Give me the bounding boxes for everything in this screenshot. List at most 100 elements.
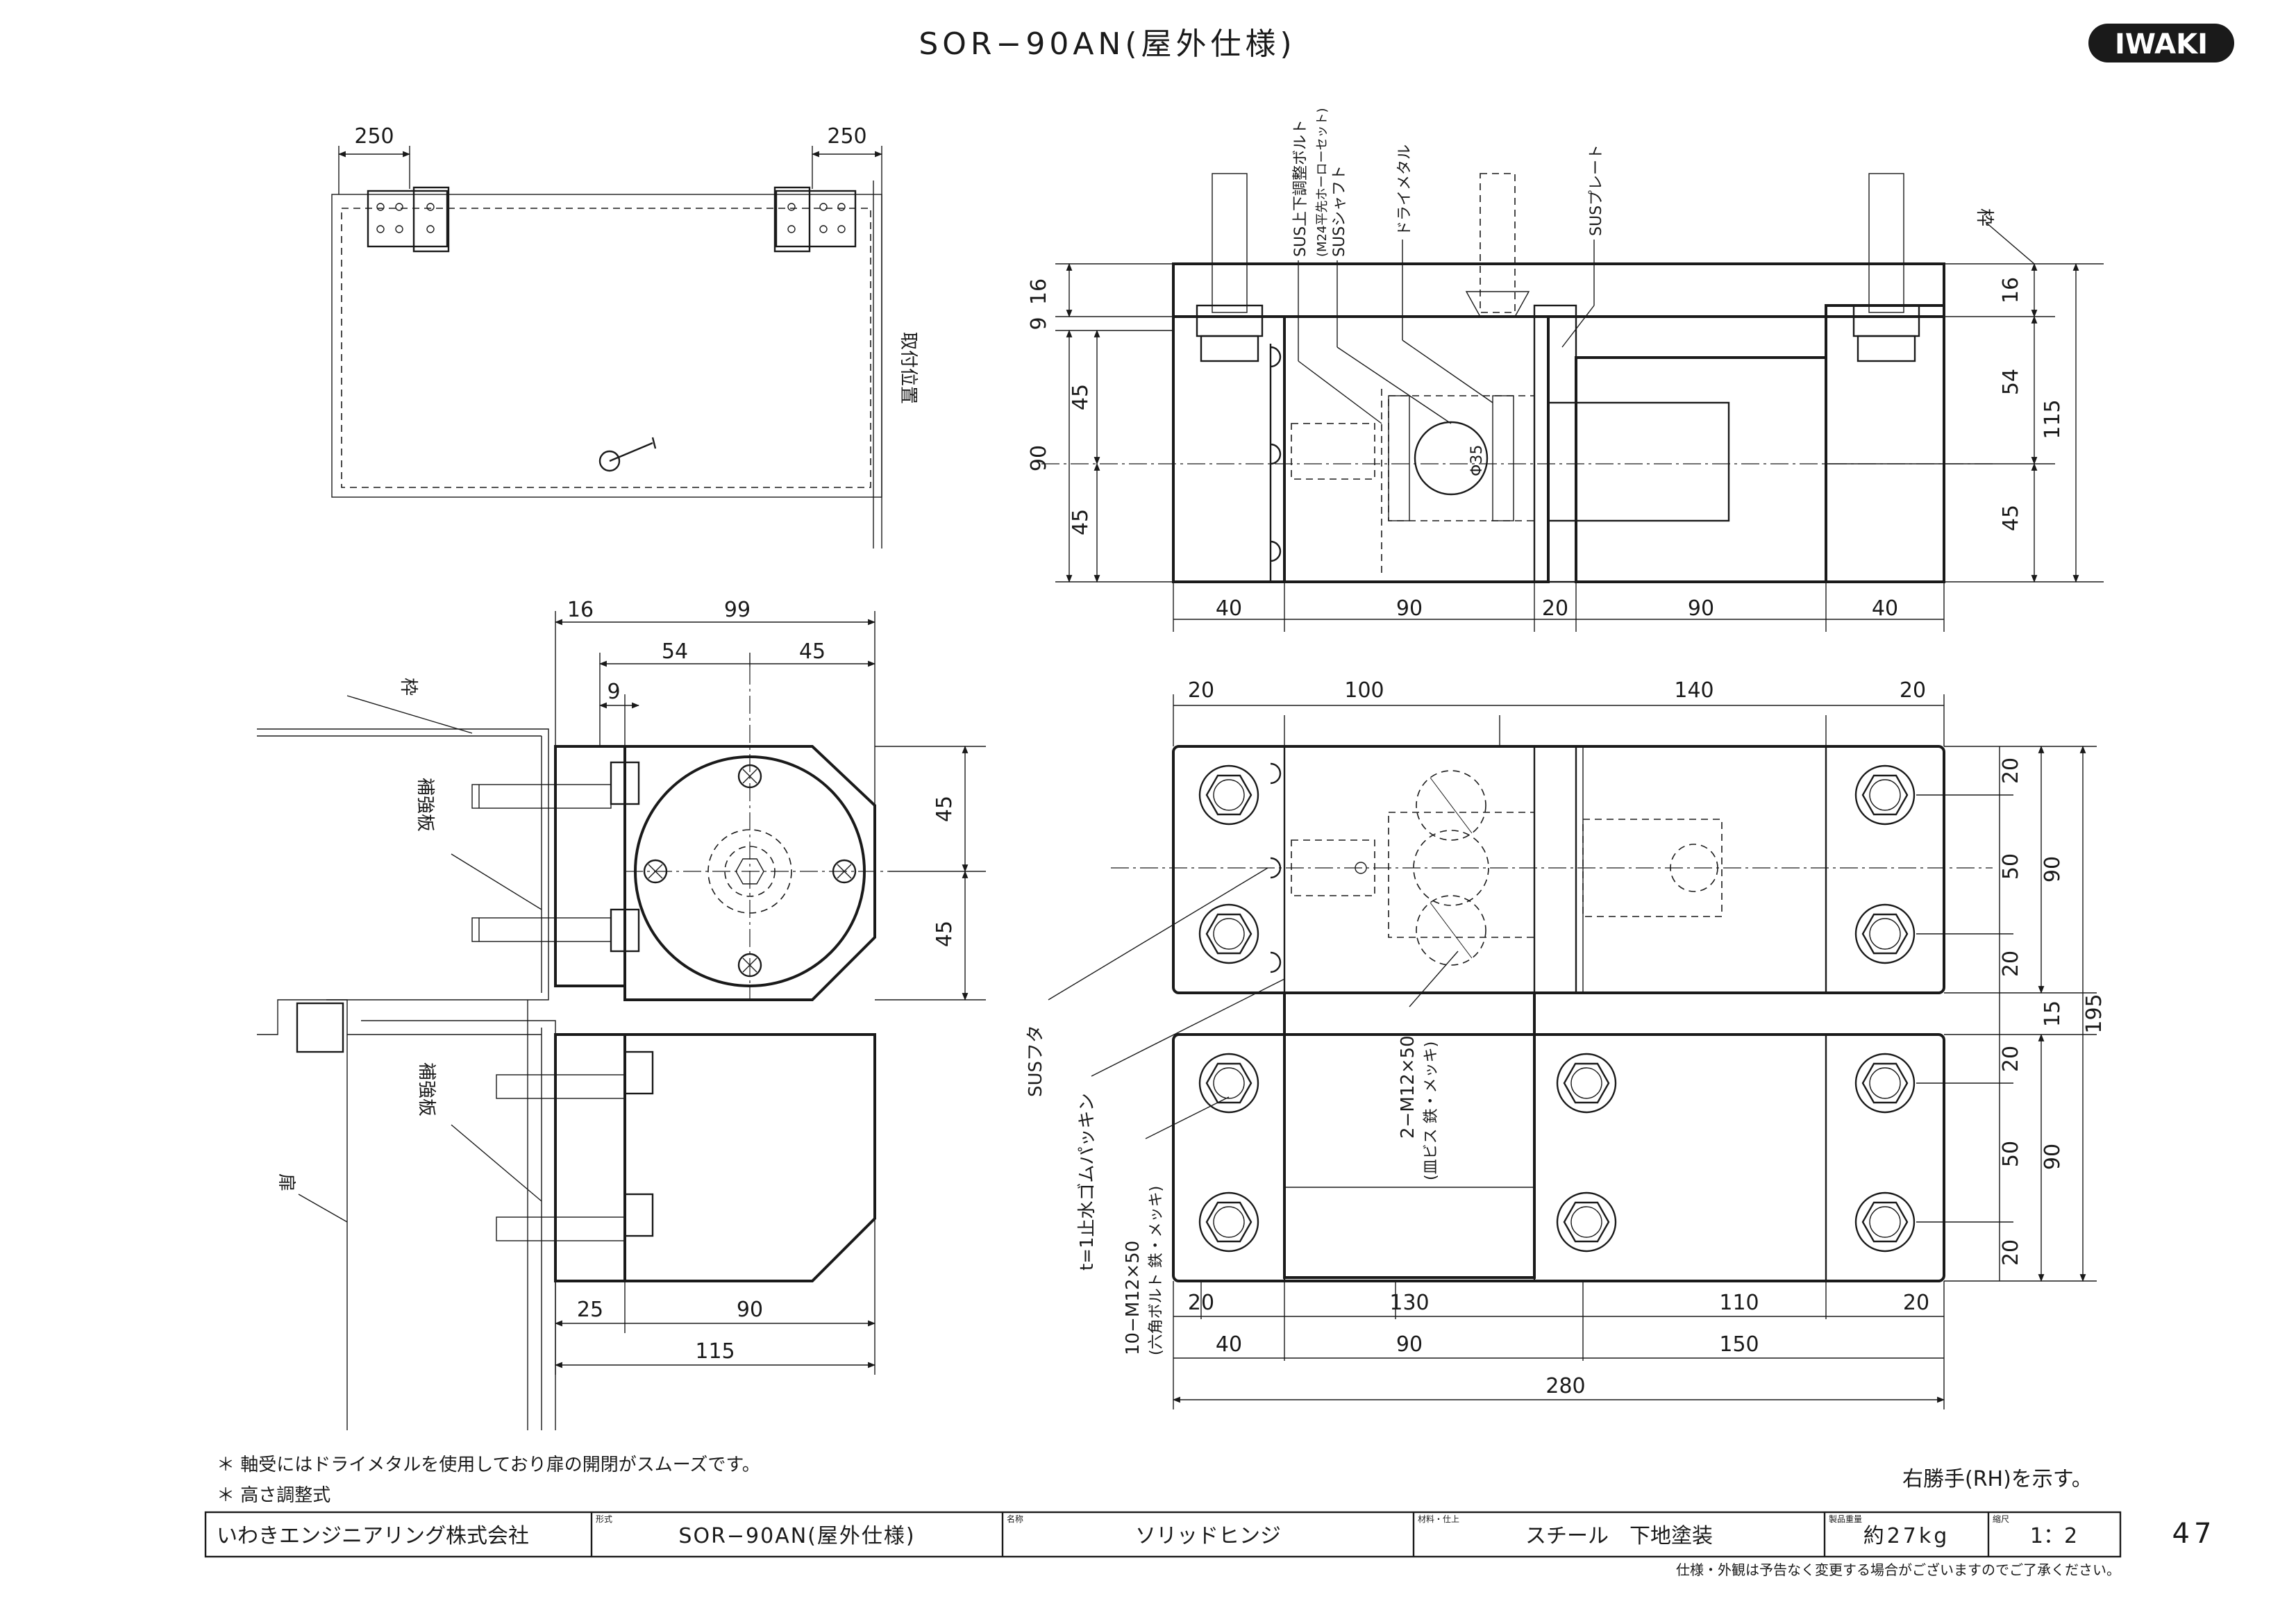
dim-plan-r195: 195 [2082, 994, 2106, 1033]
dim-side-b115: 115 [695, 1339, 735, 1364]
dim-side-54: 54 [662, 639, 688, 664]
dim-plan-r90-a: 90 [2041, 856, 2065, 882]
dim-front-b90-r: 90 [1688, 596, 1714, 621]
label-phi35: Φ35 [1468, 445, 1486, 476]
dim-front-45-upper: 45 [1069, 384, 1093, 410]
weight-caption: 製品重量 [1829, 1514, 1862, 1524]
dim-front-r54: 54 [1999, 369, 2023, 395]
iwaki-logo: IWAKI [2088, 24, 2234, 62]
label-flat-screw-spec: (皿ビス 鉄・メッキ) [1423, 1041, 1440, 1180]
adjust-bolt-center [1465, 173, 1530, 317]
dim-plan-b40: 40 [1216, 1332, 1242, 1357]
dim-plan-b130: 130 [1389, 1291, 1429, 1315]
dim-plan-b280: 280 [1545, 1374, 1585, 1398]
dim-side-b25: 25 [577, 1298, 603, 1322]
page-title: SOR−90AN(屋外仕様) [919, 26, 1296, 62]
model-name: SOR−90AN(屋外仕様) [678, 1524, 915, 1548]
dim-side-v45-lower: 45 [932, 921, 957, 947]
note-right-hand: 右勝手(RH)を示す。 [1902, 1467, 2093, 1491]
dim-plan-b110: 110 [1719, 1291, 1759, 1315]
label-flat-screw: 2−M12×50 [1398, 1035, 1418, 1139]
dim-plan-r20-c: 20 [1999, 1046, 2023, 1072]
dim-plan-t140: 140 [1674, 678, 1713, 703]
plan-bolt [1198, 1191, 1259, 1253]
dim-250-left: 250 [354, 124, 394, 149]
dim-side-v45-upper: 45 [932, 796, 957, 822]
dim-250-right: 250 [827, 124, 866, 149]
plan-bolt [1198, 764, 1259, 826]
dim-plan-r20-a: 20 [1999, 757, 2023, 784]
plan-bolt [1198, 1053, 1259, 1114]
hinge-plate-left [367, 186, 450, 253]
dim-plan-b20-l: 20 [1188, 1291, 1214, 1315]
dim-plan-b150: 150 [1719, 1332, 1759, 1357]
dim-front-9: 9 [1027, 317, 1051, 330]
adjust-bolt-right [1852, 173, 1920, 362]
adjust-bolt-left [1196, 173, 1264, 362]
plan-bolt [1854, 1053, 1916, 1114]
dim-plan-r50-a: 50 [1999, 853, 2023, 880]
dim-front-b20: 20 [1542, 596, 1568, 621]
dim-front-b40-r: 40 [1872, 596, 1898, 621]
company-name: いわきエンジニアリング株式会社 [217, 1524, 529, 1548]
title-block: いわきエンジニアリング株式会社 形式 SOR−90AN(屋外仕様) 名称 ソリッ… [204, 1511, 2216, 1558]
product-caption: 名称 [1007, 1514, 1023, 1524]
note-dry-metal: ＊ 軸受にはドライメタルを使用しており扉の開閉がスムーズです。 [217, 1455, 760, 1475]
label-sus-cover: SUSフタ [1025, 1025, 1046, 1097]
dim-plan-r15: 15 [2041, 1001, 2065, 1027]
dim-front-b90-l: 90 [1396, 596, 1423, 621]
label-dry-metal: ドライメタル [1396, 144, 1414, 236]
dim-side-9: 9 [607, 680, 620, 704]
front-elevation-view: Φ35 16 9 45 [1027, 108, 2104, 632]
label-mounting-position: 取付位置 [898, 332, 919, 404]
label-sus-adjust-bolt-spec: (M24平先ホーローセット) [1315, 108, 1330, 257]
label-sus-shaft: SUSシャフト [1331, 165, 1348, 257]
plan-bolt [1854, 1191, 1916, 1253]
dim-side-b90: 90 [737, 1298, 763, 1322]
plan-bolt [1556, 1191, 1617, 1253]
dim-plan-t20-l: 20 [1188, 678, 1214, 703]
label-door: 扉 [276, 1173, 296, 1191]
plan-bolt [1854, 764, 1916, 826]
label-sus-adjust-bolt: SUS上下調整ボルト [1292, 119, 1309, 257]
label-frame-front: 枠 [1974, 208, 1995, 226]
dim-front-90: 90 [1027, 445, 1051, 471]
plan-bolt [1556, 1053, 1617, 1114]
plan-view: 20 100 140 20 20 50 90 20 15 195 20 50 9… [1025, 678, 2106, 1409]
label-reinforcement-upper: 補強板 [414, 778, 435, 832]
product-name: ソリッドヒンジ [1135, 1524, 1281, 1548]
dim-side-99: 99 [724, 598, 751, 622]
dim-front-r16: 16 [1999, 277, 2023, 303]
door-handle-icon [598, 437, 657, 472]
dim-front-16: 16 [1027, 278, 1051, 305]
dim-front-b40-l: 40 [1216, 596, 1242, 621]
dim-side-16: 16 [567, 598, 594, 622]
plan-bolt [1854, 903, 1916, 964]
label-hex-bolt: 10−M12×50 [1123, 1241, 1143, 1355]
material-caption: 材料・仕上 [1418, 1514, 1459, 1524]
model-caption: 形式 [596, 1514, 612, 1524]
note-height-adjust: ＊ 高さ調整式 [217, 1485, 330, 1506]
label-frame-side: 枠 [398, 678, 419, 696]
hinge-plate-right [773, 186, 857, 253]
label-hex-bolt-spec: (六角ボルト 鉄・メッキ) [1148, 1186, 1165, 1355]
label-rubber-packing: t=1止水ゴムパッキン [1077, 1093, 1098, 1271]
side-section-view: 枠 補強板 補強板 扉 16 99 54 45 9 45 45 25 90 [257, 598, 986, 1430]
footer-disclaimer: 仕様・外観は予告なく変更する場合がございますのでご了承ください。 [1676, 1562, 2120, 1578]
label-reinforcement-lower: 補強板 [416, 1062, 437, 1116]
dim-plan-t100: 100 [1344, 678, 1384, 703]
dim-plan-t20-r: 20 [1900, 678, 1926, 703]
dim-front-45-lower: 45 [1069, 509, 1093, 535]
dim-plan-r20-b: 20 [1999, 951, 2023, 977]
dim-plan-r50-b: 50 [1999, 1141, 2023, 1167]
page-number: 47 [2172, 1518, 2216, 1550]
scale: 1：2 [2030, 1524, 2077, 1548]
weight: 約27kg [1863, 1524, 1950, 1548]
dim-front-r115: 115 [2041, 399, 2065, 439]
dim-side-45: 45 [799, 639, 826, 664]
dim-plan-b90: 90 [1396, 1332, 1423, 1357]
label-sus-plate: SUSプレート [1588, 144, 1605, 236]
dim-front-r45: 45 [1999, 505, 2023, 531]
dim-plan-r90-b: 90 [2041, 1144, 2065, 1170]
